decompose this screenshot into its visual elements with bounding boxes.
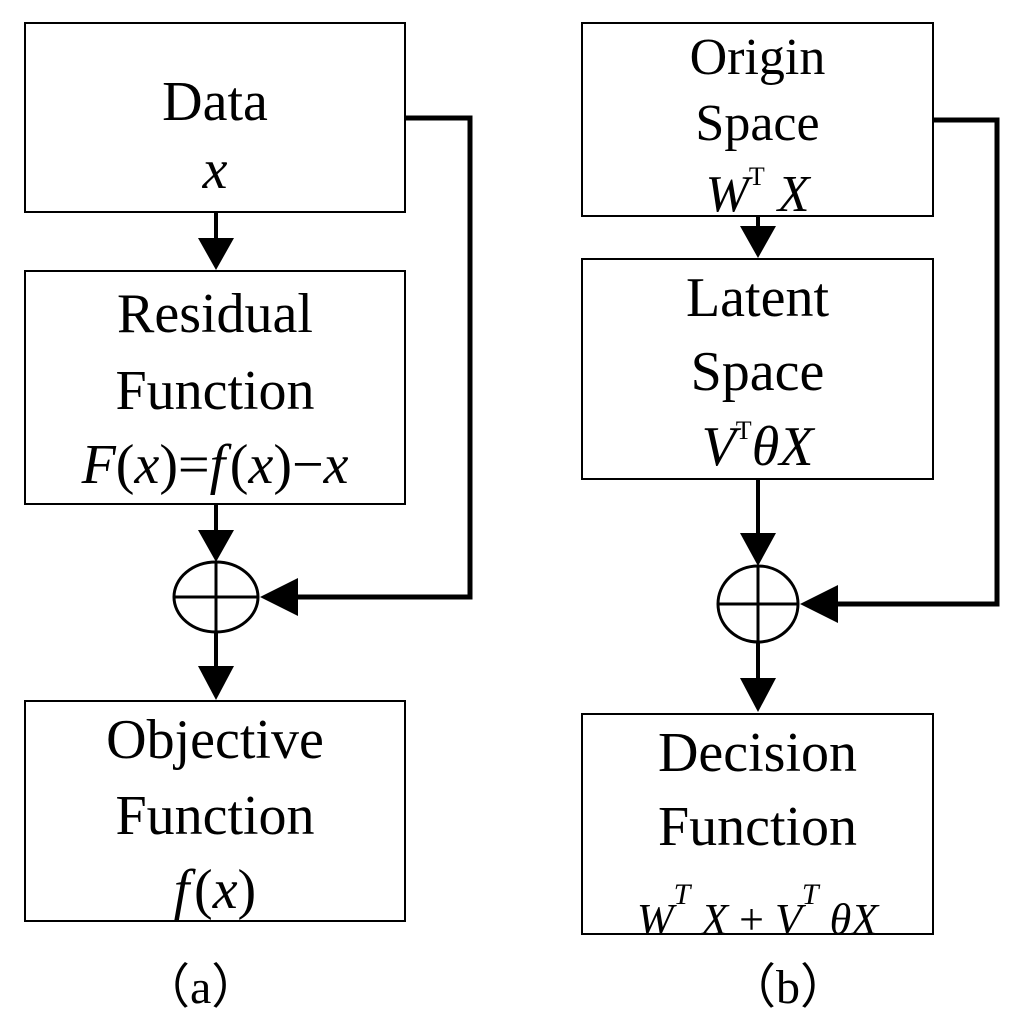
skip-connection-b	[835, 117, 1000, 607]
formula-plus: +	[739, 895, 764, 944]
latent-space-box: Latent Space VTθX	[581, 258, 934, 480]
formula-x: x	[212, 859, 238, 921]
decision-box-title-line1: Decision	[657, 722, 858, 784]
formula-F: F	[81, 434, 116, 496]
arrow-b-origin-to-latent-head	[740, 226, 776, 258]
formula-W: W	[636, 895, 674, 944]
formula-X: X	[779, 416, 814, 478]
formula-f: f	[209, 434, 226, 496]
skip-connection-a-head	[260, 578, 298, 616]
formula-theta: θ	[751, 416, 780, 478]
formula-f: f	[173, 859, 190, 921]
formula-transpose: T	[673, 878, 691, 911]
formula-V: V	[701, 416, 736, 478]
objective-function-box: Objective Function f (x)	[24, 700, 406, 922]
origin-space-box: Origin Space WT X	[581, 22, 934, 221]
latent-box-title-line1: Latent	[685, 267, 830, 329]
origin-box-title-line2: Space	[695, 95, 820, 152]
arrow-b-latent-to-sum-head	[740, 533, 776, 566]
formula-X: X	[777, 166, 810, 223]
latent-space-formula: VTθX	[583, 416, 932, 478]
formula-x: x	[248, 434, 274, 496]
formula-V: V	[774, 895, 802, 944]
formula-theta: θ	[829, 895, 852, 944]
data-box-title: Data	[162, 71, 268, 133]
origin-space-formula: WT X	[583, 164, 932, 221]
formula-X: X	[701, 895, 729, 944]
caption-b: （b）	[728, 961, 849, 1014]
arrow-b-sum-to-decision-head	[740, 678, 776, 712]
formula-X: X	[851, 895, 879, 944]
formula-transpose: T	[748, 162, 765, 191]
decision-function-formula: WT X + VT θX	[583, 880, 932, 942]
residual-box-title-line1: Residual	[117, 283, 313, 345]
data-box-variable: x	[202, 139, 228, 201]
arrow-a-sum-to-objective-head	[198, 666, 234, 700]
formula-transpose: T	[801, 878, 819, 911]
objective-function-formula: f (x)	[173, 859, 257, 921]
objective-box-title-line2: Function	[115, 785, 315, 847]
formula-minus: −	[291, 434, 324, 496]
caption-a: （a）	[142, 961, 260, 1014]
skip-connection-b-head	[800, 585, 838, 623]
decision-function-box: Decision Function WT X + VT θX	[581, 713, 934, 942]
decision-box-title-line2: Function	[657, 796, 858, 858]
residual-box-title-line2: Function	[115, 360, 315, 422]
latent-box-title-line2: Space	[690, 341, 825, 403]
residual-function-formula: F(x)=f (x)−x	[81, 434, 349, 496]
arrow-a-data-to-residual-head	[198, 238, 234, 270]
formula-x: x	[323, 434, 349, 496]
objective-box-title-line1: Objective	[106, 709, 324, 771]
data-box: Data x	[24, 22, 406, 213]
skip-connection-a	[295, 115, 473, 600]
formula-transpose: T	[735, 416, 752, 445]
residual-function-box: Residual Function F(x)=f (x)−x	[24, 270, 406, 505]
formula-equals: =	[177, 434, 210, 496]
formula-x: x	[134, 434, 160, 496]
origin-box-title-line1: Origin	[689, 29, 826, 86]
arrow-a-residual-to-sum-head	[198, 530, 234, 562]
formula-W: W	[705, 166, 749, 223]
